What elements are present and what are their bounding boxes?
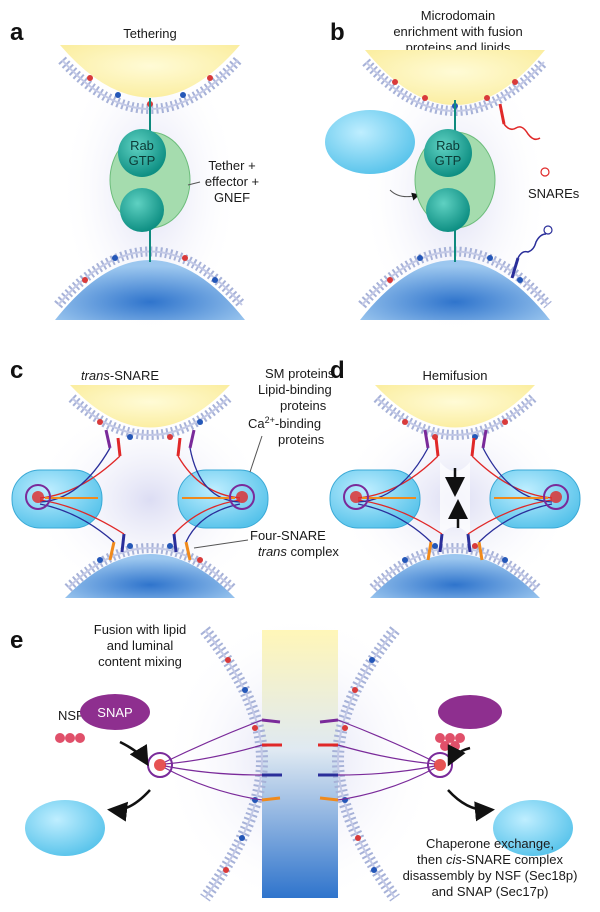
panel-b-snare-red (498, 103, 506, 125)
panel-b-rab-lower (426, 188, 470, 232)
panel-e-arrow-out-right (447, 789, 495, 822)
panel-c-title-rest: -SNARE (110, 368, 159, 383)
panel-e-caption-3: disassembly by NSF (Sec18p) (403, 868, 578, 883)
panel-a-rab-gtp (118, 129, 166, 177)
panel-b-arrow (389, 189, 420, 201)
panel-c-four-rest: complex (287, 544, 340, 559)
panel-b-rab-label-2: GTP (435, 153, 462, 168)
panel-e-chaperone-left (25, 800, 105, 856)
panel-e-nsf-hexamer-left (55, 733, 85, 743)
panel-b-snare-blue-head (543, 225, 553, 235)
panel-e-caption-1: Chaperone exchange, (426, 836, 554, 851)
panel-e-caption-2: then cis-SNARE complex (417, 852, 563, 867)
panel-c-ca-label-2: proteins (278, 432, 325, 447)
panel-e-caption-2-rest: -SNARE complex (462, 852, 564, 867)
panel-e: e Fusion with lipid and luminal content … (10, 610, 577, 910)
panel-b-snare-red-tail (503, 123, 541, 141)
panel-c: c trans-SNARE pairing (10, 357, 339, 600)
panel-e-letter: e (10, 627, 23, 654)
panel-c-snare-complex (25, 429, 255, 561)
panel-b-rab-gtp (424, 129, 472, 177)
panel-c-four-italic: trans (258, 544, 287, 559)
panel-c-title-italic: trans (81, 368, 110, 383)
panel-e-arrow-in-right (447, 744, 471, 767)
panel-e-nsf-label: NSF (58, 708, 84, 723)
panel-e-title-2: and luminal (107, 638, 174, 653)
panel-a: a Tethering Rab GTP Tether + effector + (10, 19, 259, 340)
panel-c-top-vesicle (68, 385, 232, 440)
panel-c-ca-suffix: -binding (275, 416, 321, 431)
panel-b-letter: b (330, 19, 345, 46)
panel-a-letter: a (10, 19, 24, 46)
panel-c-haze (30, 400, 270, 600)
panel-e-caption-4: and SNAP (Sec17p) (432, 884, 549, 899)
panel-e-snap-label: SNAP (97, 705, 132, 720)
panel-e-snap-left (80, 694, 150, 730)
panel-c-sm-leader (249, 435, 263, 473)
panel-d-bottom-vesicle (369, 543, 541, 598)
panel-b-title-2: enrichment with fusion (393, 24, 522, 39)
panel-d: d Hemifusion (329, 357, 581, 600)
panel-c-sm-label-1: SM proteins (265, 366, 335, 381)
panel-c-sm-label-2: Lipid-binding (258, 382, 332, 397)
panel-e-title-3: content mixing (98, 654, 182, 669)
panel-e-snap-right (438, 695, 502, 729)
panel-a-tether-label-1: Tether + (208, 158, 255, 173)
panel-e-title-1: Fusion with lipid (94, 622, 187, 637)
panel-e-caption-2-italic: cis (446, 852, 462, 867)
panel-c-sm-label-3: proteins (280, 398, 327, 413)
panel-c-ca-sup: 2+ (265, 415, 275, 425)
panel-e-chaperone-right (493, 800, 573, 856)
panel-e-fusion-pore (262, 630, 338, 898)
panel-e-arrow-in-left (119, 740, 149, 767)
panel-b-rab-label-1: Rab (436, 138, 460, 153)
panel-a-tether-label-3: GNEF (214, 190, 250, 205)
panel-c-four-label-1: Four-SNARE (250, 528, 326, 543)
panel-c-title: trans-SNARE (81, 368, 159, 383)
panel-c-letter: c (10, 357, 23, 384)
panel-b-chaperone (325, 110, 415, 174)
panel-b-snare-blue (510, 257, 520, 279)
panel-b-snare-red-head (540, 167, 550, 177)
panel-a-title: Tethering (123, 26, 176, 41)
panel-a-bottom-vesicle (54, 246, 246, 320)
panel-e-snares-right (318, 718, 453, 802)
panel-a-rab-label-2: GTP (129, 153, 156, 168)
panel-d-title: Hemifusion (422, 368, 487, 383)
panel-c-four-leader (193, 539, 249, 549)
panel-c-ca-prefix: Ca (248, 416, 265, 431)
panel-a-rab-label-1: Rab (130, 138, 154, 153)
panel-b-snare-blue-tail (517, 233, 547, 259)
panel-c-bottom-vesicle (64, 543, 236, 598)
panel-d-snare-complex (343, 429, 569, 561)
panel-a-tether-leader (187, 181, 201, 186)
panel-d-top-vesicle (373, 385, 537, 440)
panel-b-snares-label: SNAREs (528, 186, 580, 201)
panel-a-tether-label-2: effector + (205, 174, 259, 189)
panel-d-letter: d (330, 357, 345, 384)
panel-e-caption-2-pre: then (417, 852, 446, 867)
panel-b: b Microdomain enrichment with fusion pro… (325, 8, 580, 340)
panel-b-title-1: Microdomain (421, 8, 495, 23)
panel-c-four-label-2: trans complex (258, 544, 339, 559)
panel-a-rab-lower (120, 188, 164, 232)
panel-e-arrow-out-left (107, 789, 151, 822)
panel-c-ca-label: Ca2+-binding (248, 415, 321, 431)
